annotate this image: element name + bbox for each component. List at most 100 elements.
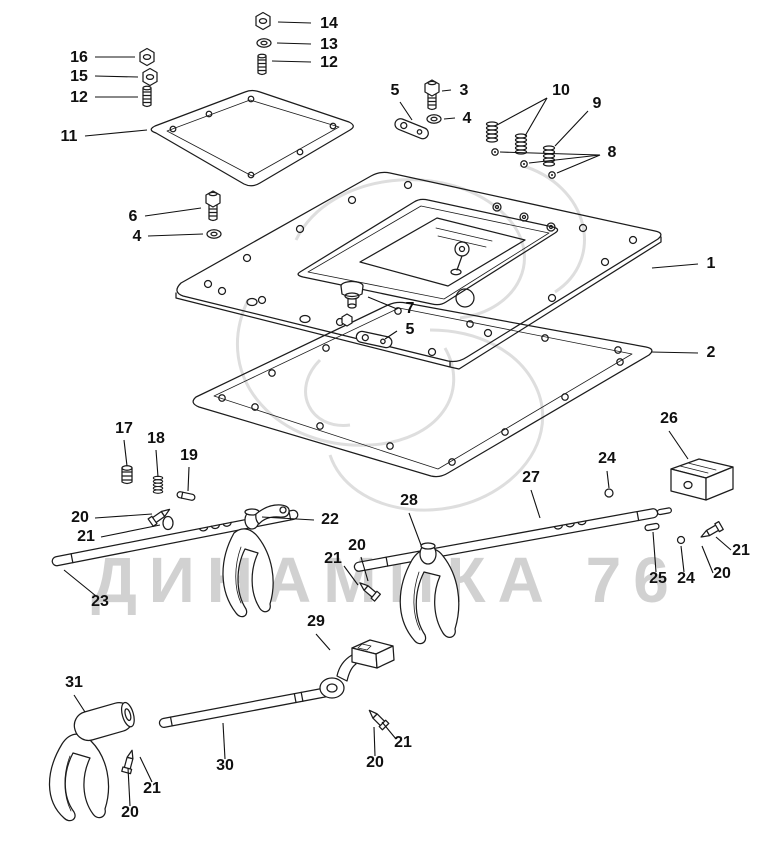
- callout-leader-5: [384, 330, 398, 340]
- washer-4-right: [426, 114, 442, 124]
- parts-drawing: [48, 11, 734, 822]
- bolt-3: [424, 79, 440, 111]
- callout-label-20: 20: [366, 754, 384, 771]
- watermark-text: ДИНАМИКА 76: [91, 544, 681, 616]
- callout-leader-6: [144, 207, 202, 217]
- callout-leader-20: [94, 513, 153, 519]
- callout-label-20: 20: [713, 565, 731, 582]
- callout-leader-28: [408, 512, 422, 546]
- nut-16: [139, 47, 155, 67]
- callout-label-10: 10: [552, 82, 570, 99]
- part-18-spring: [152, 475, 164, 494]
- callout-leader-5: [399, 101, 413, 121]
- callout-leader-10: [524, 97, 548, 137]
- callout-leader-27: [530, 489, 541, 519]
- callout-label-28: 28: [400, 492, 418, 509]
- washer-13: [256, 38, 272, 48]
- spring-10a: [485, 121, 499, 143]
- callout-label-16: 16: [70, 49, 88, 66]
- part-19-pin: [176, 491, 196, 501]
- callout-label-21: 21: [732, 542, 750, 559]
- callout-label-6: 6: [129, 208, 138, 225]
- ball-8c: [548, 171, 556, 179]
- callout-label-22: 22: [321, 511, 339, 528]
- callout-leader-26: [668, 430, 689, 460]
- fasteners-top: [139, 11, 556, 239]
- spring-10b: [514, 133, 528, 155]
- callout-leader-21: [100, 524, 161, 538]
- part-29-shift-head: [319, 639, 395, 699]
- clamp-screw-20-21-e: [121, 748, 138, 775]
- callout-label-15: 15: [70, 68, 88, 85]
- part-11-small-gasket: [150, 89, 354, 187]
- callout-label-12: 12: [70, 89, 88, 106]
- callout-label-27: 27: [522, 469, 540, 486]
- callout-leader-19: [187, 466, 190, 492]
- callout-label-14: 14: [320, 15, 338, 32]
- cover-spring-holes: [492, 202, 556, 232]
- part-2-gasket: [192, 301, 653, 478]
- part-5-lock-plate-upper: [394, 118, 429, 140]
- callout-leader-12: [271, 60, 312, 63]
- callout-label-12: 12: [320, 54, 338, 71]
- callout-label-4: 4: [133, 228, 142, 245]
- callout-label-20: 20: [121, 804, 139, 821]
- callout-label-24: 24: [598, 450, 616, 467]
- spring-9: [542, 145, 556, 167]
- callout-label-9: 9: [593, 95, 602, 112]
- clamp-screw-20-21-c: [698, 520, 724, 542]
- washer-4-left: [206, 229, 222, 239]
- stud-12-left: [142, 85, 152, 108]
- callout-leader-22: [261, 516, 315, 521]
- callout-leader-30: [222, 722, 226, 760]
- callout-leader-14: [277, 21, 312, 24]
- callout-label-20: 20: [71, 509, 89, 526]
- part-17-plug: [121, 465, 133, 485]
- callout-label-2: 2: [707, 344, 716, 361]
- detent-parts: [121, 465, 196, 531]
- callout-leader-21: [343, 565, 359, 586]
- part-31-shift-fork: [48, 701, 135, 822]
- callout-leader-2: [650, 351, 699, 354]
- callout-label-24: 24: [677, 570, 695, 587]
- callout-leader-8: [499, 151, 601, 156]
- callout-leader-8: [556, 154, 601, 174]
- callout-label-3: 3: [460, 82, 469, 99]
- callout-label-25: 25: [649, 570, 667, 587]
- callout-leader-21: [381, 721, 397, 740]
- callout-label-21: 21: [394, 734, 412, 751]
- callout-leader-24: [680, 545, 685, 573]
- callout-label-19: 19: [180, 447, 198, 464]
- callout-label-23: 23: [91, 593, 109, 610]
- callout-leader-15: [94, 75, 139, 78]
- callout-leader-3: [441, 89, 452, 92]
- part-26-selector-block: [670, 458, 734, 501]
- callout-label-31: 31: [65, 674, 83, 691]
- bolt-6: [205, 190, 221, 222]
- part-5-lock-plate-lower: [355, 330, 393, 349]
- callout-leader-8: [528, 154, 601, 164]
- nut-15: [142, 67, 158, 87]
- callout-leader-31: [73, 694, 86, 713]
- callout-leader-20: [127, 767, 131, 807]
- callout-leader-18: [155, 449, 159, 478]
- callout-leader-20: [373, 726, 376, 757]
- callout-label-1: 1: [707, 255, 716, 272]
- part-1-top-cover: [175, 171, 662, 370]
- part-24-ball-a: [604, 488, 614, 498]
- callout-leader-17: [123, 439, 128, 467]
- callout-label-21: 21: [77, 528, 95, 545]
- callout-leader-25: [652, 531, 657, 573]
- rail-collar: [162, 515, 174, 531]
- callout-label-18: 18: [147, 430, 165, 447]
- callout-leader-21: [715, 536, 732, 551]
- callout-leader-29: [315, 633, 331, 651]
- callout-leader-23: [63, 569, 97, 597]
- callout-label-21: 21: [324, 550, 342, 567]
- callout-leader-24: [606, 470, 610, 489]
- part-22-shift-fork: [222, 504, 290, 618]
- callout-leader-7: [367, 296, 398, 310]
